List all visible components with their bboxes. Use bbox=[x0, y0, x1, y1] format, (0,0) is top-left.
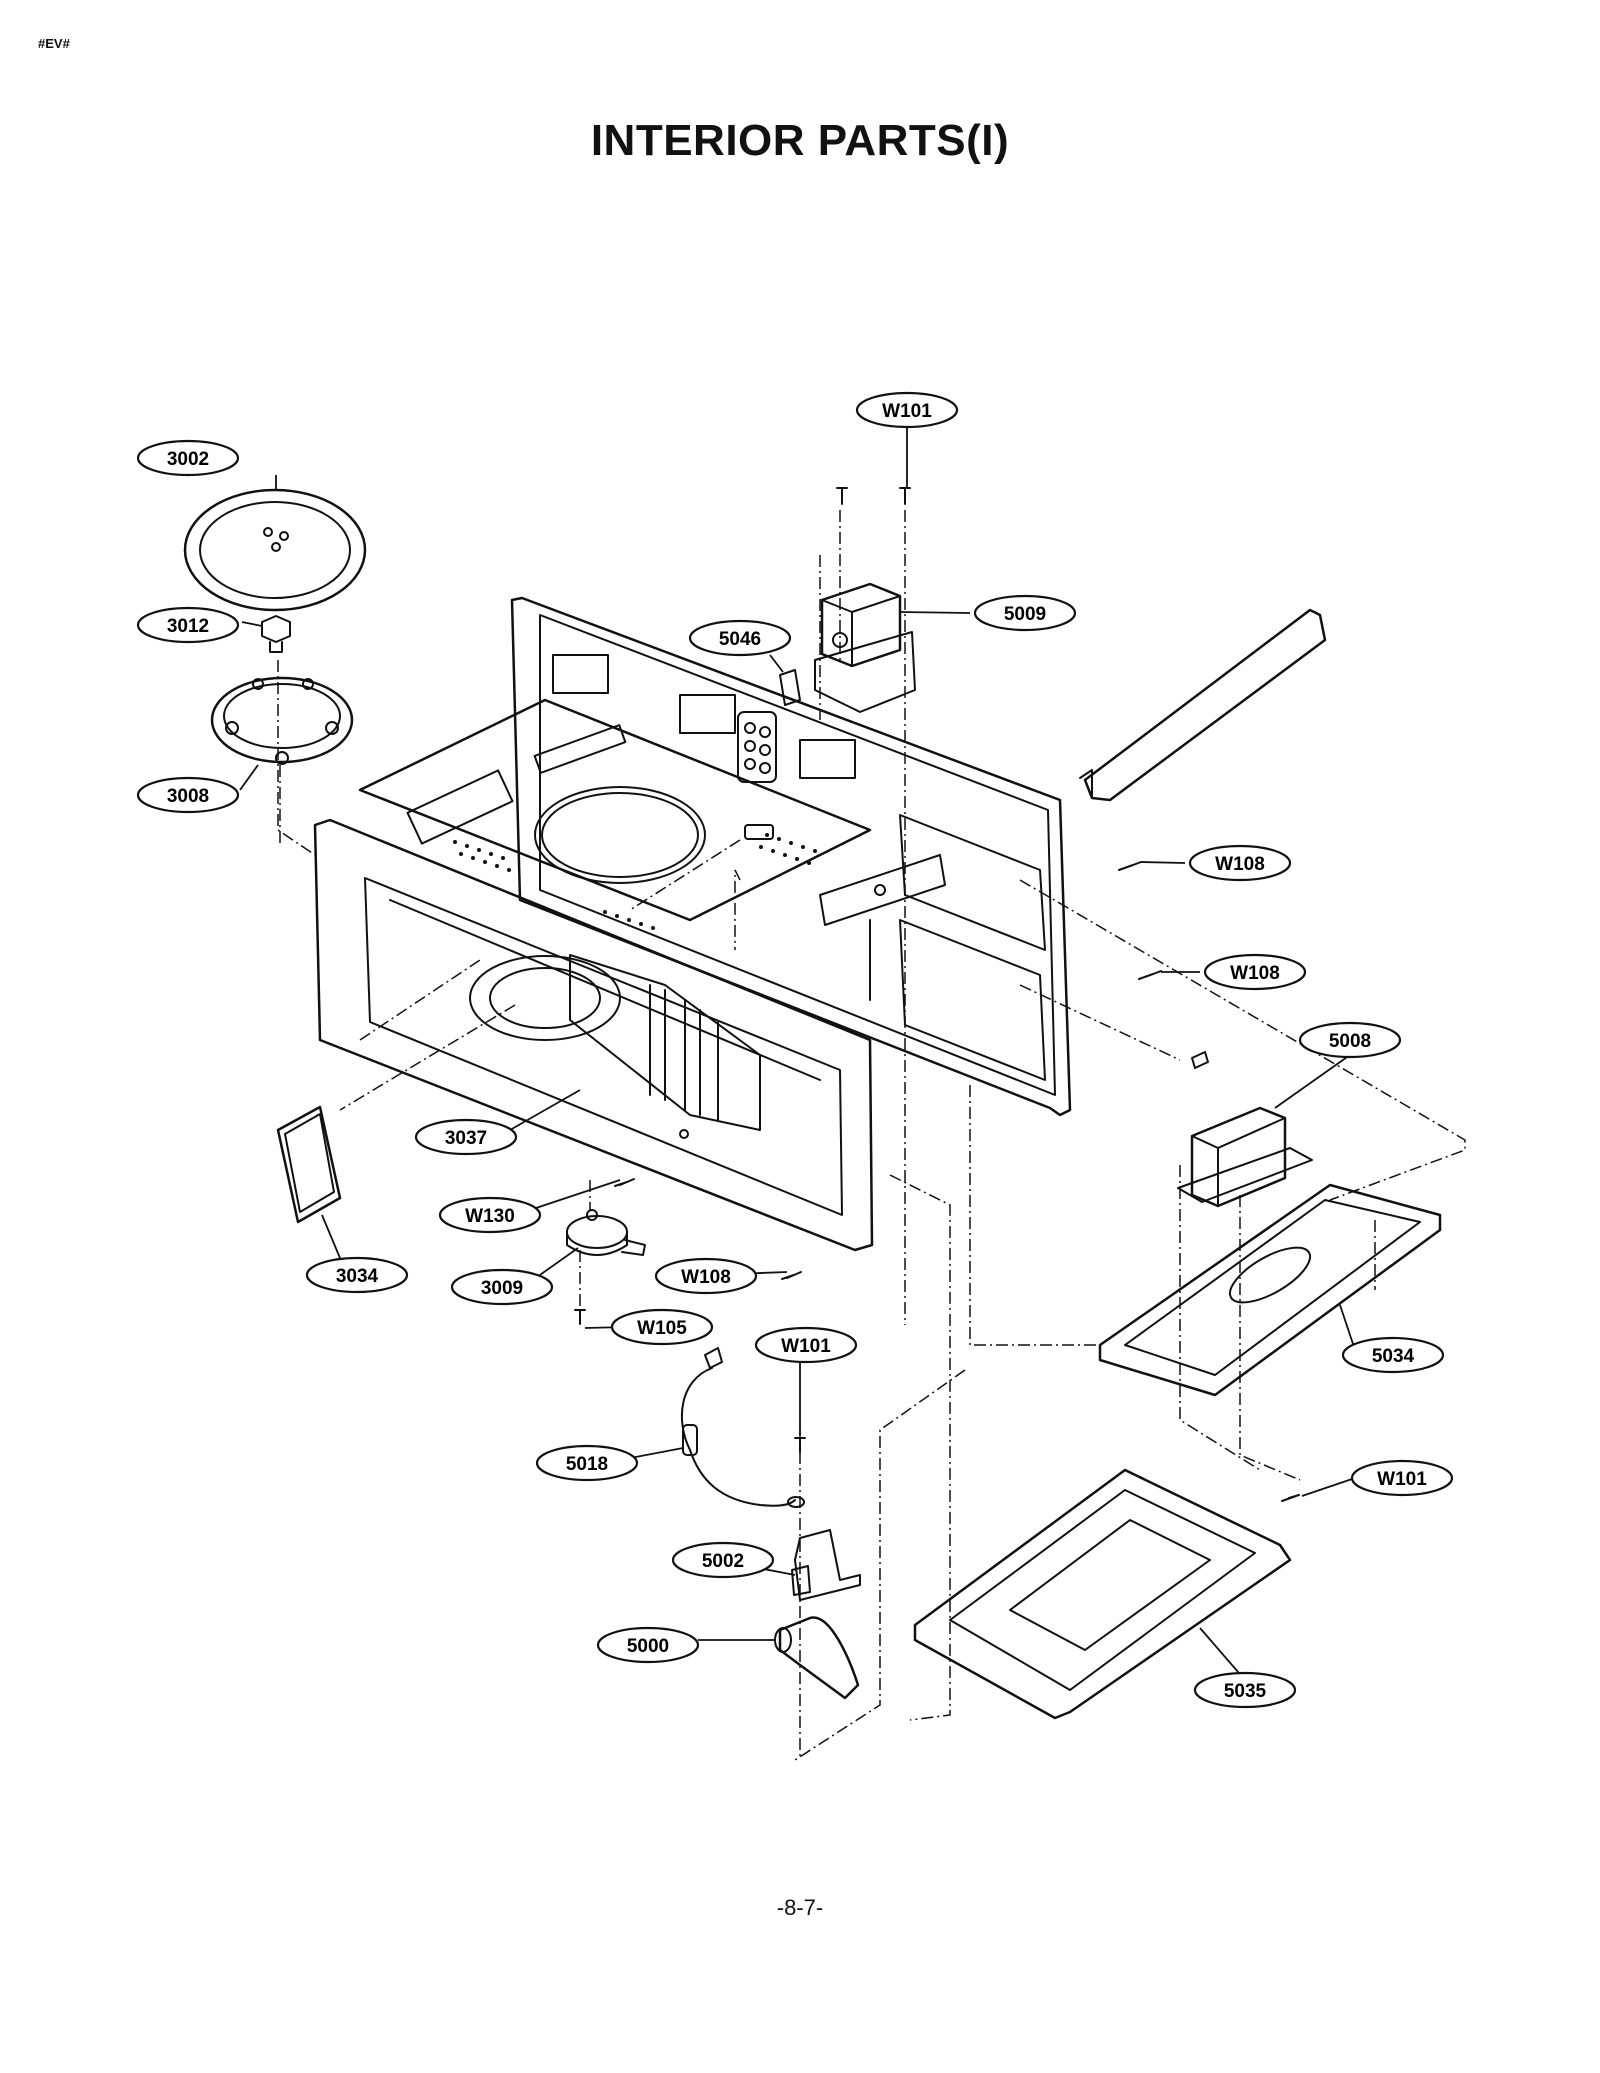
cover-plate-part bbox=[276, 1105, 342, 1224]
callout-label: 5002 bbox=[702, 1551, 744, 1572]
top-bracket-part bbox=[1079, 608, 1327, 802]
callout-label: 3009 bbox=[481, 1278, 523, 1299]
callout-label: 3002 bbox=[167, 449, 209, 470]
thermostat-5046-part bbox=[779, 669, 801, 706]
document-code: #EV# bbox=[38, 36, 70, 51]
base-plate-5035-part bbox=[913, 1468, 1292, 1720]
page-number: -8-7- bbox=[776, 1895, 824, 1920]
magnetron-part bbox=[814, 582, 916, 713]
callout-w101: W101 bbox=[855, 391, 959, 429]
callout-5000: 5000 bbox=[596, 1626, 700, 1664]
stirrer-cover-part bbox=[569, 954, 761, 1139]
callout-5035: 5035 bbox=[1193, 1671, 1297, 1709]
callout-label: W101 bbox=[882, 401, 932, 422]
callout-label: W108 bbox=[1215, 854, 1265, 875]
callout-w108: W108 bbox=[1188, 844, 1292, 882]
callout-label: 5009 bbox=[1004, 604, 1046, 625]
callout-label: W101 bbox=[781, 1336, 831, 1357]
callout-label: 5008 bbox=[1329, 1031, 1371, 1052]
page-title: INTERIOR PARTS(I) bbox=[590, 116, 1010, 165]
callout-label: 3037 bbox=[445, 1128, 487, 1149]
callout-5046: 5046 bbox=[688, 619, 792, 657]
callout-label: W130 bbox=[465, 1206, 515, 1227]
roller-ring-part bbox=[210, 676, 354, 765]
callout-label: W101 bbox=[1377, 1469, 1427, 1490]
callout-label: 5018 bbox=[566, 1454, 608, 1475]
callout-label: 5046 bbox=[719, 629, 761, 650]
callout-w101: W101 bbox=[754, 1326, 858, 1364]
callout-label: 5035 bbox=[1224, 1681, 1267, 1702]
turntable-motor-part bbox=[566, 1209, 646, 1256]
callout-label: W108 bbox=[1230, 963, 1280, 984]
callout-5034: 5034 bbox=[1341, 1336, 1445, 1374]
screw-parts bbox=[574, 487, 1300, 1502]
wire-harness-part bbox=[680, 1347, 805, 1508]
callout-3034: 3034 bbox=[305, 1256, 409, 1294]
lamp-socket-part bbox=[774, 1616, 860, 1700]
callout-label: W108 bbox=[681, 1267, 731, 1288]
assembly-guide-lines bbox=[277, 510, 1466, 1761]
callout-w108: W108 bbox=[1203, 953, 1307, 991]
high-voltage-transformer-part bbox=[1177, 1051, 1313, 1208]
callout-3002: 3002 bbox=[136, 439, 240, 477]
callout-label: 3008 bbox=[167, 786, 209, 807]
base-plate-5034-part bbox=[1098, 1183, 1442, 1397]
vent-grille bbox=[453, 833, 817, 930]
callout-5002: 5002 bbox=[671, 1541, 775, 1579]
callout-3008: 3008 bbox=[136, 776, 240, 814]
callout-3012: 3012 bbox=[136, 606, 240, 644]
callout-w101: W101 bbox=[1350, 1459, 1454, 1497]
callout-3009: 3009 bbox=[450, 1268, 554, 1306]
callout-w130: W130 bbox=[438, 1196, 542, 1234]
callout-label: 5034 bbox=[1372, 1346, 1415, 1367]
turntable-tray-part bbox=[183, 488, 367, 612]
callout-3037: 3037 bbox=[414, 1118, 518, 1156]
callout-w105: W105 bbox=[610, 1308, 714, 1346]
callout-group: W10130023012504650093008W108W10850083037… bbox=[136, 391, 1454, 1709]
switch-bracket-part bbox=[791, 1529, 861, 1601]
callout-label: 3034 bbox=[336, 1266, 379, 1287]
callout-label: W105 bbox=[637, 1318, 687, 1339]
cavity-frame-part bbox=[313, 596, 1072, 1252]
callout-5008: 5008 bbox=[1298, 1021, 1402, 1059]
callout-label: 3012 bbox=[167, 616, 209, 637]
coupler-part bbox=[261, 615, 291, 653]
callout-label: 5000 bbox=[627, 1636, 669, 1657]
callout-5018: 5018 bbox=[535, 1444, 639, 1482]
callout-5009: 5009 bbox=[973, 594, 1077, 632]
callout-w108: W108 bbox=[654, 1257, 758, 1295]
